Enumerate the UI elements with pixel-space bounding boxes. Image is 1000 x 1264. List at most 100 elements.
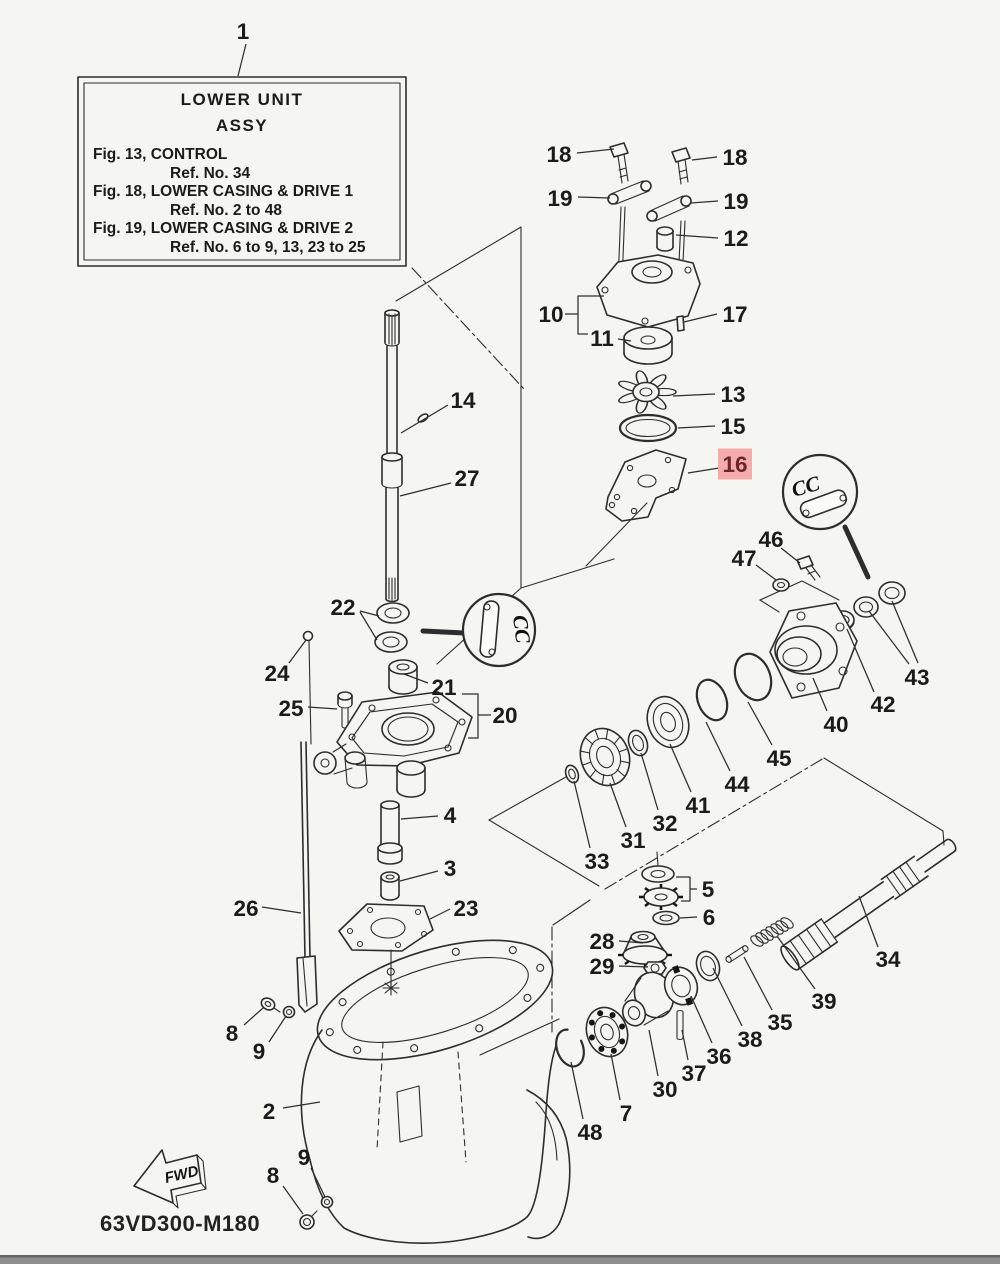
callout-16[interactable]: 16 (687, 448, 752, 480)
callout-number[interactable]: 19 (547, 186, 572, 211)
callout-number[interactable]: 13 (720, 382, 745, 407)
callout-20[interactable]: 20 (462, 693, 518, 739)
callout-number[interactable]: 44 (724, 772, 750, 797)
callout-40[interactable]: 40 (812, 677, 849, 737)
callout-15[interactable]: 15 (677, 414, 746, 439)
callout-27[interactable]: 27 (399, 466, 480, 497)
callout-number[interactable]: 17 (722, 302, 747, 327)
callout-number[interactable]: 12 (723, 226, 748, 251)
callout-9[interactable]: 9 (298, 1145, 326, 1198)
callout-8[interactable]: 8 (226, 1007, 264, 1046)
callout-number[interactable]: 14 (450, 388, 476, 413)
callout-number[interactable]: 46 (758, 527, 783, 552)
callout-number[interactable]: 22 (330, 595, 355, 620)
callout-number[interactable]: 26 (233, 896, 258, 921)
callout-number[interactable]: 9 (253, 1039, 266, 1064)
callout-number[interactable]: 35 (767, 1010, 792, 1035)
callout-number[interactable]: 34 (875, 947, 901, 972)
callout-number[interactable]: 39 (811, 989, 836, 1014)
callout-48[interactable]: 48 (570, 1061, 603, 1145)
callout-number[interactable]: 42 (870, 692, 895, 717)
callout-41[interactable]: 41 (669, 743, 711, 818)
callout-36[interactable]: 36 (690, 995, 732, 1069)
callout-number[interactable]: 33 (584, 849, 609, 874)
callout-7[interactable]: 7 (610, 1053, 633, 1126)
callout-number[interactable]: 41 (685, 793, 710, 818)
callout-14[interactable]: 14 (400, 388, 476, 434)
callout-44[interactable]: 44 (705, 721, 750, 797)
callout-34[interactable]: 34 (858, 895, 901, 972)
callout-26[interactable]: 26 (233, 896, 302, 921)
callout-number[interactable]: 38 (737, 1027, 762, 1052)
callout-19[interactable]: 19 (690, 189, 749, 214)
callout-24[interactable]: 24 (264, 639, 307, 686)
callout-number[interactable]: 11 (590, 326, 614, 351)
callout-22[interactable]: 22 (330, 595, 380, 641)
callout-number[interactable]: 5 (702, 877, 715, 902)
callout-number[interactable]: 9 (298, 1145, 311, 1170)
callout-47[interactable]: 47 (731, 546, 777, 581)
callout-9[interactable]: 9 (253, 1015, 287, 1064)
callout-number[interactable]: 45 (766, 746, 791, 771)
callout-number[interactable]: 1 (237, 19, 250, 44)
callout-number[interactable]: 43 (904, 665, 929, 690)
callout-37[interactable]: 37 (681, 1029, 707, 1086)
callout-number[interactable]: 40 (823, 712, 848, 737)
callout-46[interactable]: 46 (758, 527, 801, 564)
callout-29[interactable]: 29 (589, 954, 649, 979)
callout-21[interactable]: 21 (403, 673, 457, 700)
callout-number[interactable]: 19 (723, 189, 748, 214)
callout-10[interactable]: 10 (538, 295, 604, 335)
callout-43[interactable]: 43 (868, 600, 930, 690)
callout-28[interactable]: 28 (589, 929, 644, 954)
callout-number[interactable]: 30 (652, 1077, 677, 1102)
callout-18[interactable]: 18 (691, 145, 748, 170)
callout-number[interactable]: 21 (431, 675, 456, 700)
callout-number[interactable]: 32 (652, 811, 677, 836)
callout-13[interactable]: 13 (672, 382, 746, 407)
callout-number[interactable]: 2 (263, 1099, 276, 1124)
callout-number[interactable]: 10 (538, 302, 563, 327)
callout-number[interactable]: 36 (706, 1044, 731, 1069)
callout-33[interactable]: 33 (573, 780, 610, 874)
callout-number[interactable]: 23 (453, 896, 478, 921)
callout-32[interactable]: 32 (640, 752, 678, 836)
callout-1[interactable]: 1 (237, 19, 250, 77)
callout-5[interactable]: 5 (676, 876, 715, 902)
callout-25[interactable]: 25 (278, 696, 338, 721)
callout-31[interactable]: 31 (609, 782, 646, 853)
callout-6[interactable]: 6 (679, 905, 716, 930)
callout-number[interactable]: 47 (731, 546, 756, 571)
callout-number[interactable]: 15 (720, 414, 745, 439)
callout-number[interactable]: 3 (444, 856, 457, 881)
callout-number[interactable]: 25 (278, 696, 303, 721)
callout-number[interactable]: 16 (722, 452, 747, 477)
callout-11[interactable]: 11 (590, 326, 632, 351)
callout-number[interactable]: 48 (577, 1120, 602, 1145)
callout-number[interactable]: 6 (703, 905, 716, 930)
callout-42[interactable]: 42 (846, 628, 896, 717)
callout-19[interactable]: 19 (547, 186, 611, 211)
callout-number[interactable]: 18 (546, 142, 571, 167)
callout-number[interactable]: 7 (620, 1101, 633, 1126)
callout-number[interactable]: 28 (589, 929, 614, 954)
callout-number[interactable]: 27 (454, 466, 479, 491)
callout-2[interactable]: 2 (263, 1099, 321, 1124)
callout-number[interactable]: 18 (722, 145, 747, 170)
callout-4[interactable]: 4 (400, 803, 457, 828)
callout-17[interactable]: 17 (683, 302, 748, 327)
callout-3[interactable]: 3 (399, 856, 457, 882)
callout-number[interactable]: 4 (444, 803, 457, 828)
callout-12[interactable]: 12 (675, 226, 749, 251)
callout-18[interactable]: 18 (546, 142, 615, 167)
callout-8[interactable]: 8 (267, 1163, 304, 1215)
callout-number[interactable]: 20 (492, 703, 517, 728)
callout-number[interactable]: 8 (226, 1021, 239, 1046)
callout-number[interactable]: 31 (620, 828, 645, 853)
callout-number[interactable]: 8 (267, 1163, 280, 1188)
callout-23[interactable]: 23 (429, 896, 479, 921)
callout-39[interactable]: 39 (776, 935, 837, 1014)
callout-number[interactable]: 37 (681, 1061, 706, 1086)
callout-35[interactable]: 35 (743, 956, 793, 1035)
callout-45[interactable]: 45 (747, 701, 792, 771)
